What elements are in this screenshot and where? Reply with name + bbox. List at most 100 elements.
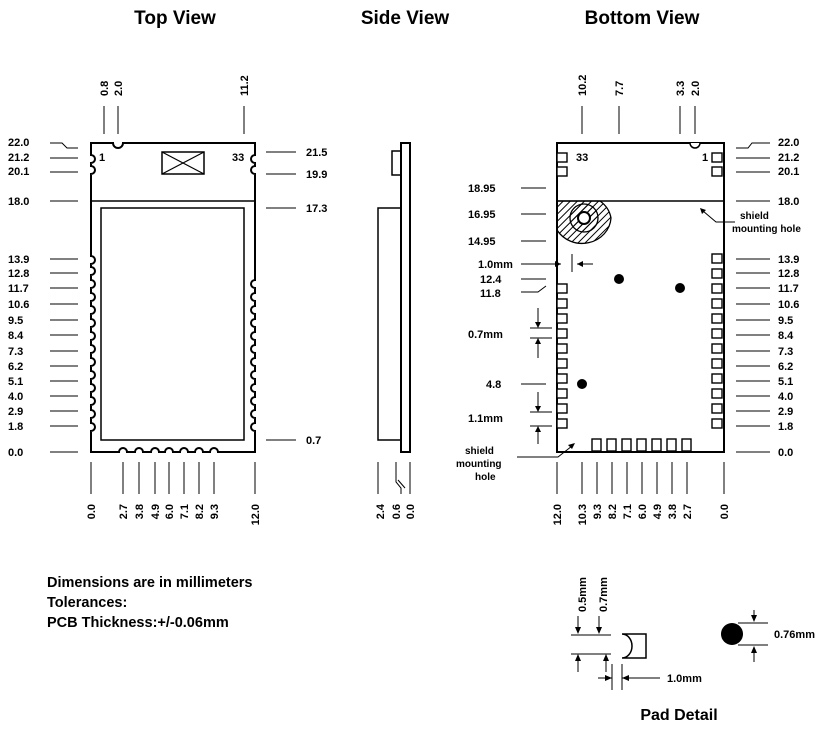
bottom-bottom-label-9-3: 9.3	[592, 504, 604, 519]
side-label-0-6: 0.6	[391, 504, 403, 519]
bottom-bottom-label-12-0: 12.0	[552, 504, 564, 525]
top-view-top-dimensions: 0.8 2.0 11.2	[99, 75, 251, 134]
bottom-bottom-label-8-2: 8.2	[607, 504, 619, 519]
bottom-left-label-4-8: 4.8	[486, 379, 501, 391]
top-left-label-11-7: 11.7	[8, 283, 29, 295]
bottom-right-label-5-1: 5.1	[778, 376, 793, 388]
top-view-title: Top View	[134, 8, 216, 29]
bottom-view-pin-33: 33	[576, 152, 588, 164]
top-view-shield-can	[100, 207, 245, 441]
side-view-leaders	[377, 462, 411, 494]
bottom-bottom-label-3-8: 3.8	[667, 504, 679, 519]
top-bottom-label-12-0: 12.0	[250, 504, 262, 525]
bottom-right-label-8-4: 8.4	[778, 330, 794, 342]
top-left-label-21-2: 21.2	[8, 152, 29, 164]
bottom-bottom-label-6-0: 6.0	[637, 504, 649, 519]
top-bottom-label-7-1: 7.1	[179, 504, 191, 519]
bottom-right-label-2-9: 2.9	[778, 406, 793, 418]
bottom-right-label-21-2: 21.2	[778, 152, 799, 164]
bottom-callout-07mm-label: 0.7mm	[468, 329, 503, 341]
top-label-11-2: 11.2	[239, 75, 251, 96]
top-left-label-18-0: 18.0	[8, 196, 29, 208]
bottom-right-label-22-0: 22.0	[778, 137, 799, 149]
side-view-shield	[377, 207, 402, 441]
bottom-view-left-pads	[556, 152, 568, 429]
bottom-right-label-11-7: 11.7	[778, 283, 799, 295]
round-pad	[721, 623, 743, 645]
bottom-left-label-14-95: 14.95	[468, 236, 496, 248]
bottom-view-callout-1mm: 1.0mm	[478, 254, 593, 272]
bottom-view: 33 1 18.95 16.95 14.95 12.4 11.8 4.8	[456, 75, 801, 526]
bottom-view-right-pads	[711, 152, 723, 429]
top-bottom-label-8-2: 8.2	[194, 504, 206, 519]
bottom-bottom-label-0-0: 0.0	[719, 504, 731, 519]
side-label-2-4: 2.4	[375, 503, 387, 519]
bottom-left-label-16-95: 16.95	[468, 209, 496, 221]
top-left-label-2-9: 2.9	[8, 406, 23, 418]
bottom-right-label-4-0: 4.0	[778, 391, 793, 403]
bottom-callout-1mm-label: 1.0mm	[478, 259, 513, 271]
bottom-left-label-18-95: 18.95	[468, 183, 496, 195]
top-right-label-19-9: 19.9	[306, 169, 327, 181]
bottom-view-pin-1: 1	[702, 152, 708, 164]
top-left-label-22-0: 22.0	[8, 137, 29, 149]
top-left-label-10-6: 10.6	[8, 299, 29, 311]
top-bottom-label-0-0: 0.0	[86, 504, 98, 519]
bottom-view-shield-hole-note-right: shield mounting hole	[700, 208, 801, 235]
top-bottom-label-6-0: 6.0	[164, 504, 176, 519]
bottom-view-left-dimensions: 18.95 16.95 14.95 12.4 11.8 4.8	[468, 183, 547, 391]
bottom-view-title: Bottom View	[585, 8, 700, 29]
bottom-right-label-7-3: 7.3	[778, 346, 793, 358]
bottom-top-label-2-0: 2.0	[690, 81, 702, 96]
top-bottom-label-4-9: 4.9	[150, 504, 162, 519]
top-left-label-13-9: 13.9	[8, 254, 29, 266]
top-left-label-7-3: 7.3	[8, 346, 23, 358]
pad-label-1-0mm: 1.0mm	[667, 673, 702, 685]
pad-detail-title: Pad Detail	[640, 707, 717, 724]
pad-label-0-7mm: 0.7mm	[598, 577, 610, 612]
note-line-1: Dimensions are in millimeters	[47, 575, 253, 591]
pad-label-0-5mm: 0.5mm	[577, 577, 589, 612]
bottom-view-callout-07mm: 0.7mm	[468, 308, 552, 358]
bottom-right-label-0-0: 0.0	[778, 447, 793, 459]
side-view: 2.4 0.6 0.0	[375, 142, 417, 519]
shield-note-left-line3: hole	[475, 472, 496, 483]
bottom-top-label-10-2: 10.2	[577, 75, 589, 96]
top-view-chip-marker	[161, 151, 205, 175]
bottom-view-hole-2	[675, 283, 685, 293]
bottom-view-hole-1	[614, 274, 624, 284]
bottom-view-right-dimensions: 22.0 21.2 20.1 18.0 13.9 12.8 11.7 10.6 …	[736, 137, 799, 459]
top-right-label-21-5: 21.5	[306, 147, 327, 159]
bottom-right-label-13-9: 13.9	[778, 254, 799, 266]
bottom-top-label-7-7: 7.7	[614, 81, 626, 96]
top-left-label-20-1: 20.1	[8, 166, 29, 178]
top-left-label-1-8: 1.8	[8, 421, 23, 433]
top-view-pin-1: 1	[99, 152, 105, 164]
bottom-right-label-1-8: 1.8	[778, 421, 793, 433]
bottom-view-board-outline	[556, 142, 725, 453]
top-view-board-outline	[90, 142, 256, 453]
shield-note-left-line1: shield	[465, 446, 494, 457]
top-left-label-5-1: 5.1	[8, 376, 23, 388]
bottom-right-label-18-0: 18.0	[778, 196, 799, 208]
top-bottom-label-9-3: 9.3	[209, 504, 221, 519]
top-left-label-12-8: 12.8	[8, 268, 29, 280]
top-left-label-9-5: 9.5	[8, 315, 23, 327]
side-view-antenna	[391, 150, 402, 176]
top-view-right-dimensions: 21.5 19.9 17.3 0.7	[266, 147, 327, 447]
side-label-0-0: 0.0	[405, 504, 417, 519]
top-label-2-0: 2.0	[113, 81, 125, 96]
top-left-label-4-0: 4.0	[8, 391, 23, 403]
bottom-bottom-label-7-1: 7.1	[622, 504, 634, 519]
bottom-right-label-20-1: 20.1	[778, 166, 799, 178]
bottom-top-label-3-3: 3.3	[675, 81, 687, 96]
note-line-3: PCB Thickness:+/-0.06mm	[47, 615, 229, 631]
bottom-callout-11mm-label: 1.1mm	[468, 413, 503, 425]
side-view-title: Side View	[361, 8, 450, 29]
shield-note-left-line2: mounting	[456, 459, 502, 470]
shield-note-right-line2: mounting hole	[732, 224, 801, 235]
top-view-pin-33: 33	[232, 152, 244, 164]
bottom-view-bottom-dimensions: 12.0 10.3 9.3 8.2 7.1 6.0 4.9 3.8 2.7 0.…	[552, 462, 731, 525]
top-bottom-label-3-8: 3.8	[134, 504, 146, 519]
